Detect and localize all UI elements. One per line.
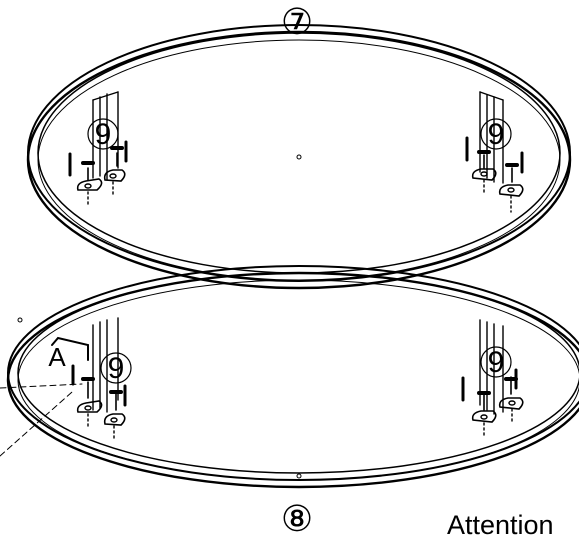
post-bottom-left xyxy=(51,317,127,441)
post-label-top-left: 9 xyxy=(95,118,112,151)
post-top-left xyxy=(68,91,128,207)
detail-leader-lines xyxy=(0,383,83,457)
detail-marker-label: A xyxy=(48,342,66,372)
bottom-ring-label: ⑧ xyxy=(281,498,313,539)
post-label-top-right: 9 xyxy=(488,118,505,151)
top-ring xyxy=(26,24,572,290)
labels: ⑦ ⑧ 9 9 9 9 A xyxy=(48,1,504,539)
attention-text: Attention xyxy=(447,510,554,540)
top-ring-label: ⑦ xyxy=(281,1,313,42)
post-label-bottom-left: 9 xyxy=(108,352,125,385)
post-top-right xyxy=(465,91,524,213)
post-bottom-right xyxy=(461,319,524,438)
post-label-circles xyxy=(87,118,512,384)
post-label-bottom-right: 9 xyxy=(488,346,505,379)
